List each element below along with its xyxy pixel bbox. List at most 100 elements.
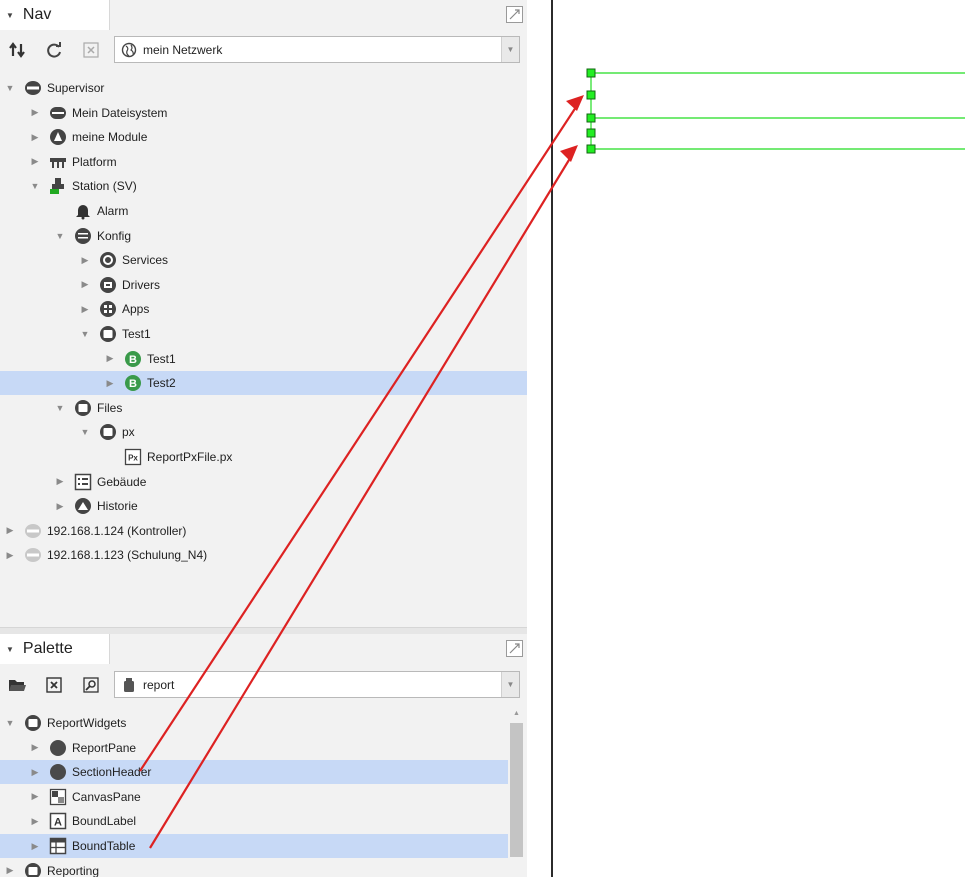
collapsed-caret-icon[interactable]: ▶: [81, 254, 89, 265]
tree-item-px[interactable]: ▼px: [0, 420, 527, 444]
tree-item-label: Alarm: [97, 204, 129, 218]
tree-item-reporting[interactable]: ▶Reporting: [0, 859, 508, 877]
tree-item-station-sv[interactable]: ▼Station (SV): [0, 174, 527, 198]
tree-item-platform[interactable]: ▶Platform: [0, 150, 527, 174]
tree-item-label: ReportPxFile.px: [147, 450, 233, 464]
collapsed-caret-icon[interactable]: ▶: [31, 742, 39, 753]
close-box-icon[interactable]: [81, 40, 101, 60]
folder-icon: [24, 714, 42, 732]
selection-handle: [586, 144, 596, 154]
palette-module-select[interactable]: report ▼: [114, 671, 520, 698]
tree-item-drivers[interactable]: ▶Drivers: [0, 273, 527, 297]
nav-toolbar: mein Netzwerk ▼: [0, 31, 527, 69]
chevron-down-icon[interactable]: ▼: [501, 672, 519, 697]
tree-item-192-168-1-124-kontroller[interactable]: ▶192.168.1.124 (Kontroller): [0, 519, 527, 543]
px-editor-canvas[interactable]: [553, 0, 965, 877]
tree-item-reportpxfile-px[interactable]: Px ReportPxFile.px: [0, 445, 527, 469]
collapsed-caret-icon[interactable]: ▶: [31, 766, 39, 777]
disconnected-station-icon: [24, 546, 42, 564]
tree-item-sectionheader[interactable]: ▶SectionHeader: [0, 760, 508, 785]
sort-arrows-icon[interactable]: [7, 40, 27, 60]
collapsed-caret-icon[interactable]: ▶: [31, 156, 39, 167]
collapsed-caret-icon[interactable]: ▶: [31, 107, 39, 118]
refresh-icon[interactable]: [44, 40, 64, 60]
collapsed-caret-icon[interactable]: ▶: [31, 840, 39, 851]
maximize-icon[interactable]: [506, 640, 523, 657]
folder-icon: [24, 862, 42, 877]
nav-tab[interactable]: ▼ Nav: [0, 0, 110, 30]
open-folder-icon[interactable]: [7, 675, 27, 695]
collapsed-caret-icon[interactable]: ▶: [31, 131, 39, 142]
collapsed-caret-icon[interactable]: ▶: [31, 815, 39, 826]
chevron-down-icon[interactable]: ▼: [501, 37, 519, 62]
collapsed-caret-icon[interactable]: ▶: [6, 865, 14, 876]
collapsed-caret-icon[interactable]: ▶: [31, 791, 39, 802]
expanded-caret-icon[interactable]: ▼: [80, 427, 90, 438]
tree-item-label: Gebäude: [97, 474, 147, 489]
tree-item-reportpane[interactable]: ▶ReportPane: [0, 736, 508, 760]
palette-tab[interactable]: ▼ Palette: [0, 634, 110, 664]
maximize-icon[interactable]: [506, 6, 523, 23]
nav-title: Nav: [22, 6, 52, 23]
tree-item-192-168-1-123-schulung-n4[interactable]: ▶192.168.1.123 (Schulung_N4): [0, 543, 527, 567]
database-icon: [74, 227, 92, 245]
scroll-thumb[interactable]: [510, 723, 523, 857]
tree-item-geb-ude[interactable]: ▶ Gebäude: [0, 470, 527, 494]
collapsed-caret-icon[interactable]: ▶: [56, 476, 64, 487]
svg-text:B: B: [129, 378, 137, 390]
tree-item-supervisor[interactable]: ▼Supervisor: [0, 76, 527, 100]
tree-item-label: Test1: [147, 351, 176, 366]
folder-icon: [74, 399, 92, 417]
collapse-caret-icon[interactable]: ▼: [6, 644, 14, 654]
tree-item-services[interactable]: ▶Services: [0, 248, 527, 272]
section-header-guide[interactable]: [586, 68, 965, 154]
collapsed-caret-icon[interactable]: ▶: [106, 353, 114, 364]
history-icon: [74, 497, 92, 515]
collapse-caret-icon[interactable]: ▼: [6, 10, 14, 20]
collapsed-caret-icon[interactable]: ▶: [6, 525, 14, 536]
module-icon: [49, 128, 67, 146]
close-box-icon[interactable]: [44, 675, 64, 695]
nav-root-select[interactable]: mein Netzwerk ▼: [114, 36, 520, 63]
find-icon[interactable]: [81, 675, 101, 695]
tree-item-boundtable[interactable]: ▶BoundTable: [0, 834, 508, 858]
tree-item-reportwidgets[interactable]: ▼ReportWidgets: [0, 711, 508, 735]
tree-item-label: Test2: [147, 376, 176, 391]
expanded-caret-icon[interactable]: ▼: [30, 181, 40, 192]
tree-item-label: Apps: [122, 302, 150, 317]
selection-handle: [586, 113, 596, 123]
collapsed-caret-icon[interactable]: ▶: [6, 549, 14, 560]
tree-item-test1[interactable]: ▼Test1: [0, 322, 527, 346]
tree-item-meine-module[interactable]: ▶ meine Module: [0, 125, 527, 149]
bell-icon: [74, 202, 92, 220]
tree-item-label: meine Module: [72, 130, 148, 145]
collapsed-caret-icon[interactable]: ▶: [56, 500, 64, 511]
expanded-caret-icon[interactable]: ▼: [55, 230, 65, 241]
collapsed-caret-icon[interactable]: ▶: [106, 377, 114, 388]
nav-tree: ▼Supervisor▶Mein Dateisystem▶meine Modul…: [0, 76, 527, 626]
panel-divider[interactable]: [0, 627, 527, 634]
tree-item-mein-dateisystem[interactable]: ▶Mein Dateisystem: [0, 101, 527, 125]
tree-item-canvaspane[interactable]: ▶CanvasPane: [0, 785, 508, 809]
expanded-caret-icon[interactable]: ▼: [5, 718, 15, 728]
collapsed-caret-icon[interactable]: ▶: [81, 279, 89, 290]
tree-item-historie[interactable]: ▶Historie: [0, 494, 527, 518]
panel-gutter: [527, 0, 541, 877]
expanded-caret-icon[interactable]: ▼: [5, 83, 15, 93]
tree-item-apps[interactable]: ▶ Apps: [0, 297, 527, 321]
tree-item-alarm[interactable]: Alarm: [0, 199, 527, 223]
b-badge-icon: B: [124, 374, 142, 392]
apps-icon: [99, 300, 117, 318]
expanded-caret-icon[interactable]: ▼: [55, 402, 65, 413]
tree-item-files[interactable]: ▼Files: [0, 396, 527, 420]
palette-panel-header: ▼ Palette: [0, 634, 527, 664]
scroll-up-icon[interactable]: ▲: [513, 710, 520, 717]
px-file-icon: Px: [124, 448, 142, 466]
collapsed-caret-icon[interactable]: ▶: [81, 303, 89, 314]
disconnected-station-icon: [24, 522, 42, 540]
tree-item-konfig[interactable]: ▼Konfig: [0, 224, 527, 248]
expanded-caret-icon[interactable]: ▼: [80, 329, 90, 339]
